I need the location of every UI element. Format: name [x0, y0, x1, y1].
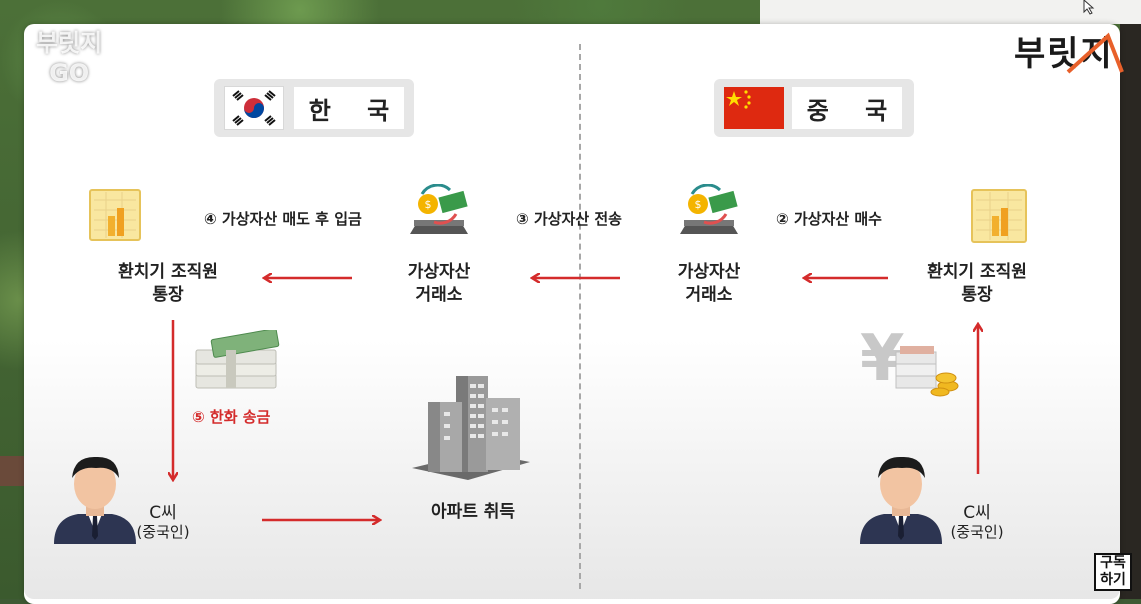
subscribe-line2: 하기: [1096, 572, 1130, 589]
won-banknotes-icon: [190, 330, 286, 400]
cn-person-label: C씨 (중국인): [932, 504, 1022, 542]
apartment-building-icon: [408, 372, 534, 486]
kr-person-label: C씨 (중국인): [118, 504, 208, 542]
subscribe-line1: 구독: [1096, 555, 1130, 572]
kr-person-name: C씨: [118, 504, 208, 523]
apartment-label: 아파트 취득: [410, 501, 536, 524]
cn-person-name: C씨: [932, 504, 1022, 523]
subscribe-button[interactable]: 구독 하기: [1094, 553, 1132, 591]
yuan-money-icon: ¥: [856, 318, 964, 404]
mouse-cursor-icon: [1082, 0, 1098, 16]
cn-person-note: (중국인): [932, 523, 1022, 542]
kr-person-note: (중국인): [118, 523, 208, 542]
